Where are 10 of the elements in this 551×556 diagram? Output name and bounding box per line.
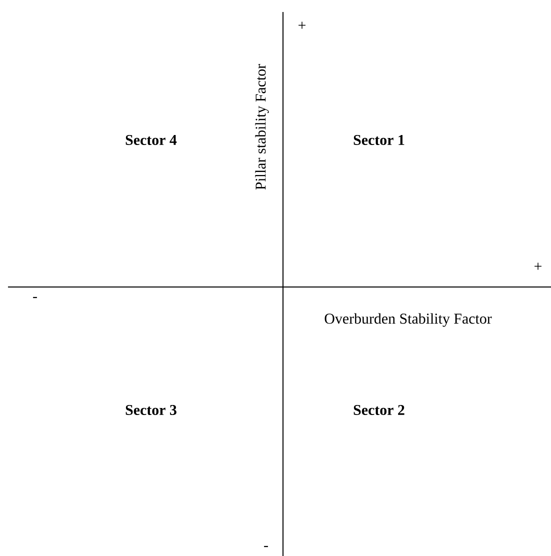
- axis-label: Overburden Stability Factor: [324, 313, 492, 327]
- sign-label: -: [33, 296, 37, 298]
- sign-label: +: [534, 262, 542, 270]
- quadrant-label: Sector 2: [354, 404, 404, 415]
- axis-label: Pillar stability Factor: [255, 64, 269, 190]
- sign-label: -: [264, 546, 268, 548]
- quadrant-label: Sector 3: [126, 404, 176, 415]
- quadrant-label: Sector 1: [354, 134, 404, 145]
- quadrant-label: Sector 4: [126, 134, 177, 145]
- sign-label: +: [298, 22, 306, 29]
